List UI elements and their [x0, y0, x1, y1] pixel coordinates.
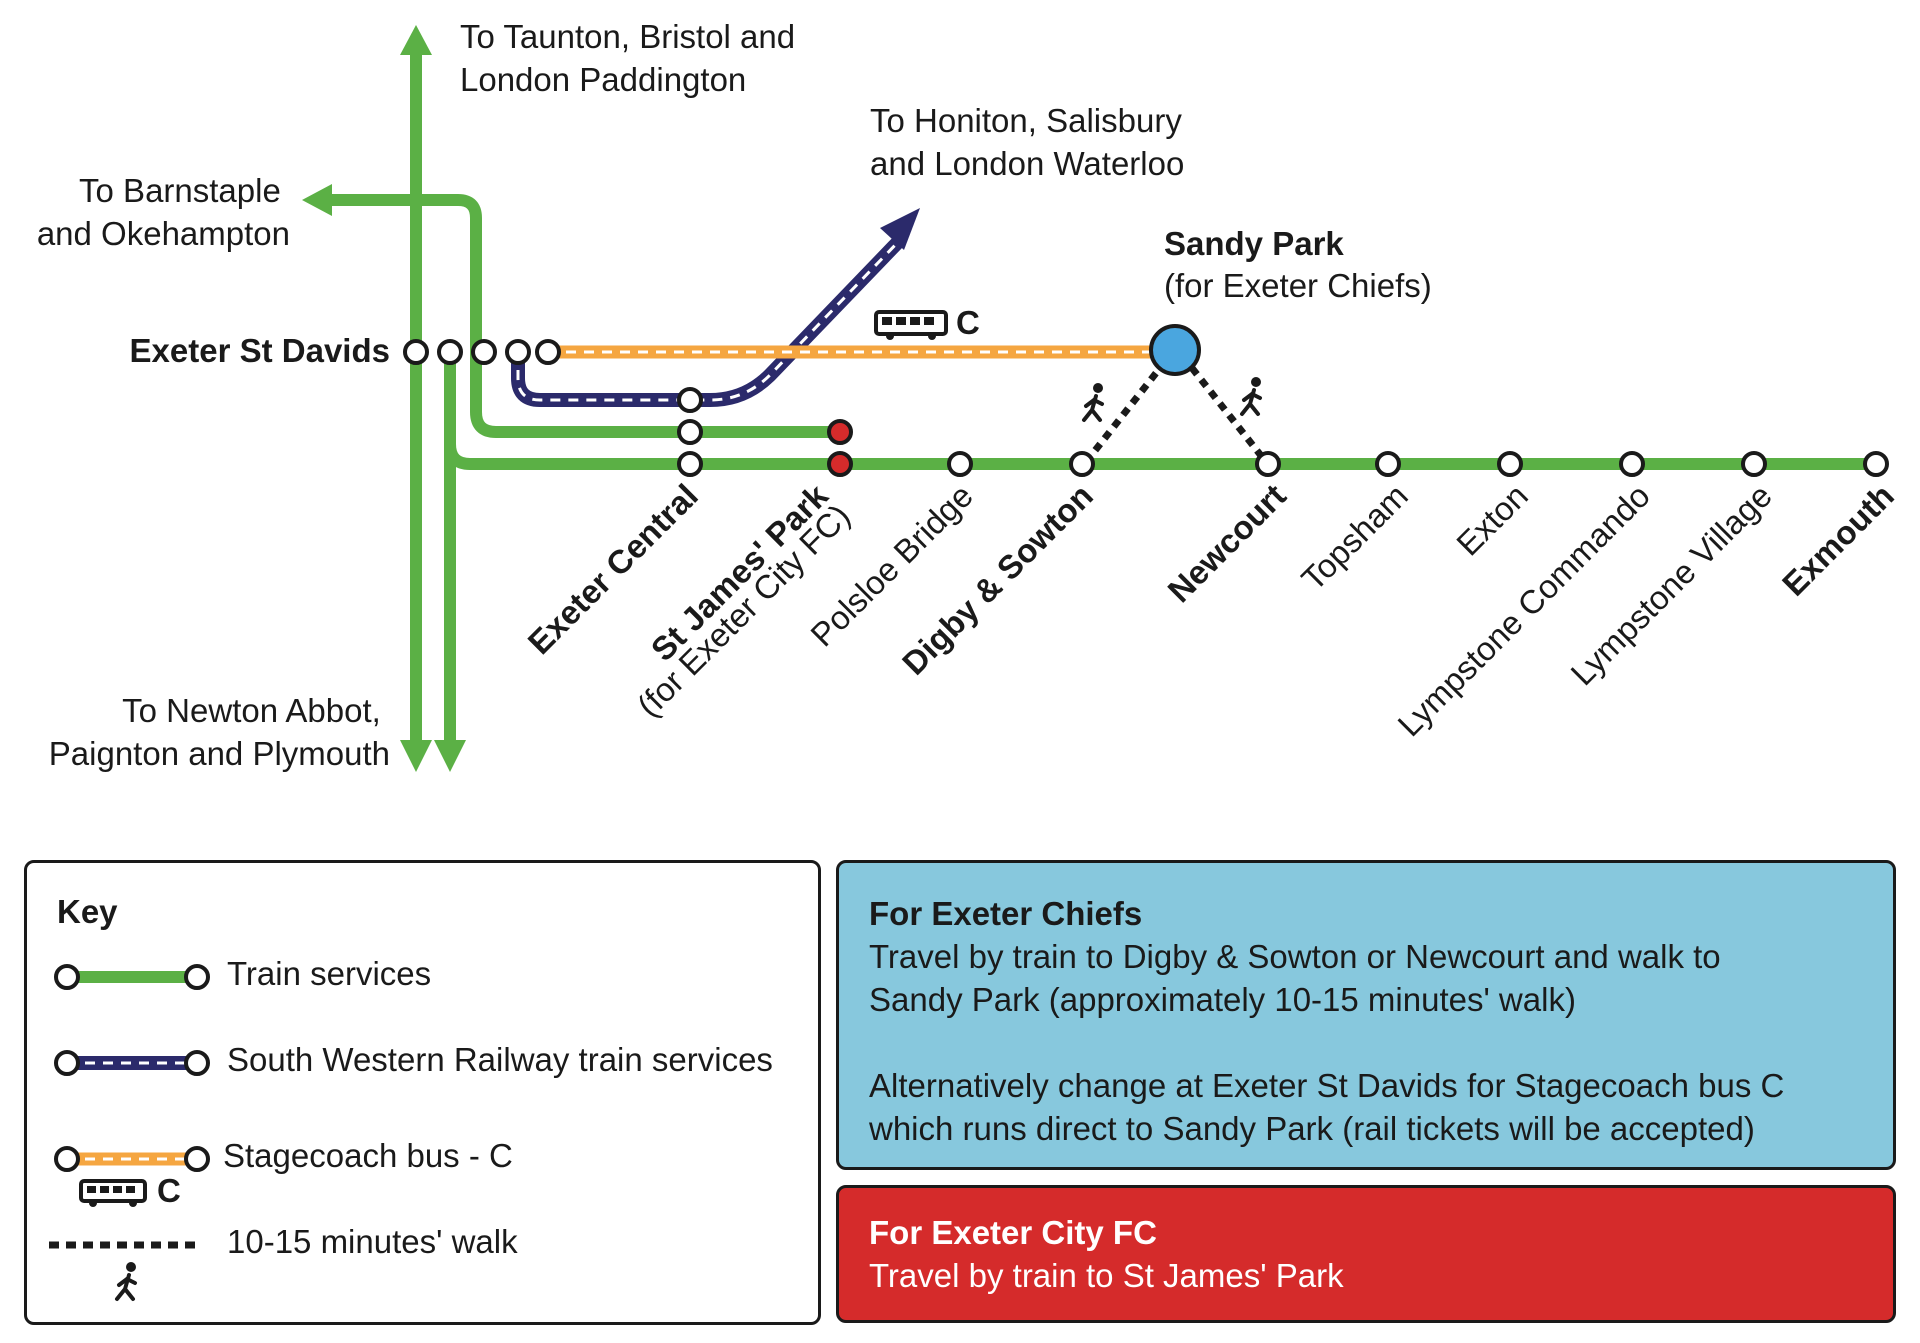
station-label: Topsham — [1294, 477, 1415, 598]
chiefs-para1-line1: Travel by train to Digby & Sowton or New… — [869, 938, 1721, 975]
station-label: Lympstone Commando — [1390, 477, 1657, 744]
stop-lympstone-village[interactable] — [1741, 451, 1767, 477]
chiefs-title: For Exeter Chiefs — [869, 895, 1143, 932]
walk-routes — [1083, 365, 1269, 465]
stop-topsham[interactable] — [1375, 451, 1401, 477]
sandy-park-label: Sandy Park — [1164, 225, 1344, 262]
arrow-west — [302, 184, 332, 216]
station-label: Exton — [1449, 477, 1535, 563]
stop-newcourt[interactable] — [1255, 451, 1281, 477]
exeter-city-info-box: For Exeter City FC Travel by train to St… — [836, 1185, 1896, 1323]
key-label-swr: South Western Railway train services — [227, 1041, 773, 1078]
sandy-park-stop[interactable] — [1149, 324, 1201, 376]
hub-label: Exeter St Davids — [130, 332, 390, 369]
destination-east: To Honiton, Salisbury and London Waterlo… — [870, 102, 1191, 182]
station-stops — [947, 451, 1889, 477]
station-label: Exmouth — [1775, 477, 1901, 603]
exeter-st-davids-interchange[interactable] — [403, 339, 561, 365]
destination-south: To Newton Abbot, Paignton and Plymouth — [49, 692, 390, 772]
destination-north: To Taunton, Bristol and London Paddingto… — [460, 18, 804, 98]
station-label: Newcourt — [1160, 477, 1292, 609]
key-bus-letter: C — [157, 1172, 181, 1209]
key-bus-symbol — [54, 1146, 210, 1172]
walking-person-icon — [1082, 383, 1104, 422]
walk-newcourt-sandy — [1189, 365, 1269, 465]
key-label-train: Train services — [227, 955, 432, 992]
line-to-st-james — [470, 352, 840, 438]
arrow-south-1 — [400, 740, 432, 772]
st-james-park-stop[interactable] — [827, 419, 853, 477]
key-train-symbol — [54, 964, 210, 990]
train-lines — [320, 55, 1876, 745]
sandy-park-note: (for Exeter Chiefs) — [1164, 267, 1432, 304]
key-swr-symbol — [54, 1050, 210, 1076]
chiefs-para1-line2: Sandy Park (approximately 10-15 minutes'… — [869, 981, 1576, 1018]
walk-digby-sandy — [1083, 365, 1163, 465]
key-symbols: C — [49, 964, 210, 1301]
line-barnstaple — [320, 194, 482, 352]
arrow-east-swr — [880, 208, 920, 250]
bus-icon — [79, 1179, 147, 1207]
walking-person-icon — [1240, 377, 1262, 416]
line-exmouth — [444, 352, 1876, 470]
stop-exmouth[interactable] — [1863, 451, 1889, 477]
walking-person-icon — [115, 1262, 137, 1301]
bus-route-letter: C — [956, 304, 980, 341]
stop-polsloe-bridge[interactable] — [947, 451, 973, 477]
stop-lympstone-commando[interactable] — [1619, 451, 1645, 477]
swr-line — [511, 208, 920, 407]
exeter-chiefs-info-box: For Exeter Chiefs Travel by train to Dig… — [836, 860, 1896, 1170]
bus-icon — [874, 310, 948, 340]
station-labels: Exeter Central St James' Park (for Exete… — [521, 476, 1901, 743]
city-text: Travel by train to St James' Park — [869, 1257, 1344, 1294]
chiefs-para2-line2: which runs direct to Sandy Park (rail ti… — [869, 1110, 1755, 1147]
stop-exton[interactable] — [1497, 451, 1523, 477]
key-title: Key — [57, 893, 118, 930]
key-label-bus: Stagecoach bus - C — [223, 1137, 513, 1174]
key-box: Key — [24, 860, 821, 1325]
exeter-central-interchange[interactable] — [677, 387, 703, 477]
stop-digby-sowton[interactable] — [1069, 451, 1095, 477]
arrow-south-2 — [434, 740, 466, 772]
station-label: Lympstone Village — [1563, 477, 1779, 693]
key-label-walk: 10-15 minutes' walk — [227, 1223, 518, 1260]
arrow-north — [400, 25, 432, 55]
city-title: For Exeter City FC — [869, 1214, 1157, 1251]
destination-west: To Barnstaple and Okehampton — [37, 172, 290, 252]
chiefs-para2-line1: Alternatively change at Exeter St Davids… — [869, 1067, 1785, 1104]
